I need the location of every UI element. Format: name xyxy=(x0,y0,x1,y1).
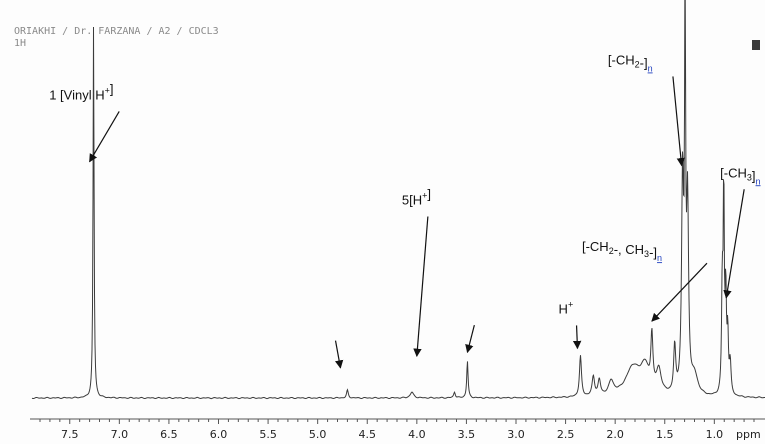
annotation-five-h: 5[H+] xyxy=(402,187,431,208)
spectrum-trace xyxy=(31,0,765,400)
tick-label: 4.0 xyxy=(408,428,426,441)
tick-label: 6.5 xyxy=(160,428,178,441)
tick-label: 5.5 xyxy=(259,428,277,441)
tick-label: 6.0 xyxy=(210,428,228,441)
annotation-arrow-arrow-right xyxy=(465,324,475,354)
header-title: ORIAKHI / Dr. FARZANA / A2 / CDCL3 xyxy=(14,26,219,37)
annotation-arrow-h-plus xyxy=(572,325,582,350)
tick-label: 7.5 xyxy=(61,428,79,441)
annotation-arrow-ch2-n xyxy=(672,76,686,167)
header-nucleus: 1H xyxy=(14,38,26,49)
annotation-ch3-n: [-CH3]n xyxy=(720,165,760,186)
annotation-ch2-n: [-CH2-]n xyxy=(608,52,653,73)
tick-label: 2.0 xyxy=(606,428,624,441)
annotation-arrow-vinyl xyxy=(89,111,120,163)
tick-label: 1.5 xyxy=(656,428,674,441)
x-axis-label: ppm xyxy=(736,428,761,441)
annotation-arrow-ch3-n xyxy=(723,189,745,299)
annotation-arrow-arrow-left xyxy=(334,340,344,369)
annotation-ch2-ch3: [-CH2-, CH3-]n xyxy=(582,239,662,263)
tick-label: 7.0 xyxy=(111,428,129,441)
tick-label: 2.5 xyxy=(557,428,575,441)
annotation-vinyl: 1 [Vinyl H+] xyxy=(49,81,113,102)
annotations: 1 [Vinyl H+] 5[H+] H+ [-CH2-, CH3-]n [-CH2-]… xyxy=(49,52,761,369)
tick-label: 3.0 xyxy=(507,428,525,441)
annotation-h-plus: H+ xyxy=(559,299,574,316)
tick-label: 5.0 xyxy=(309,428,327,441)
annotation-arrow-ch2-ch3 xyxy=(651,262,708,322)
annotation-arrow-five-h xyxy=(413,216,429,358)
corner-mark xyxy=(752,40,760,50)
tick-label: 1.0 xyxy=(706,428,724,441)
tick-label: 3.5 xyxy=(458,428,476,441)
tick-label: 4.5 xyxy=(359,428,377,441)
x-axis: 7.5 7.0 6.5 6.0 5.5 5.0 4.5 4.0 3.5 3.0 2.5 2.0 1.5 1… xyxy=(30,418,765,441)
